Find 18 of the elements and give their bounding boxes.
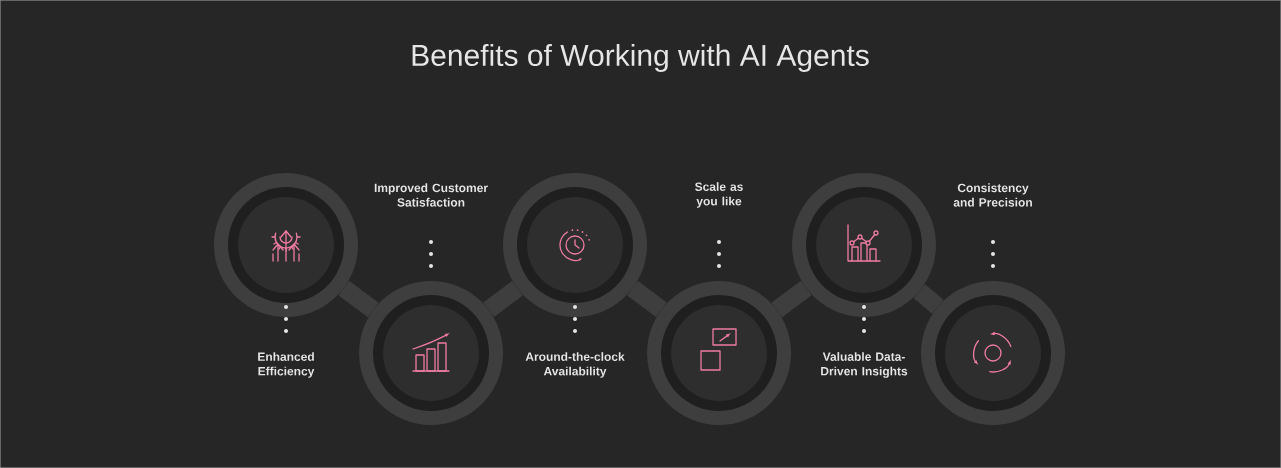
ring-circle: [503, 173, 647, 317]
benefit-label: Improved Customer Satisfaction: [374, 183, 488, 207]
benefit-label: Around-the-clock Availability: [525, 352, 625, 378]
connector-bar: [913, 284, 944, 314]
connector-bar: [771, 280, 812, 318]
benefit-label: Valuable Data-Driven Insights: [821, 352, 908, 378]
ring-circle: [921, 281, 1065, 425]
connector-bar: [338, 280, 379, 318]
benefit-label: Scale as you like: [695, 182, 743, 208]
benefit-label: Enhanced Efficiency: [258, 352, 315, 378]
ring-circle: [359, 281, 503, 425]
ring-circle: [214, 173, 358, 317]
ring-circle: [647, 281, 791, 425]
title: Benefits of Working with AI Agents: [412, 44, 869, 72]
connector-bar: [483, 281, 523, 317]
benefit-label: Consistency and Precision: [953, 183, 1032, 207]
ring-circle: [792, 173, 936, 317]
connector-bar: [627, 281, 667, 317]
